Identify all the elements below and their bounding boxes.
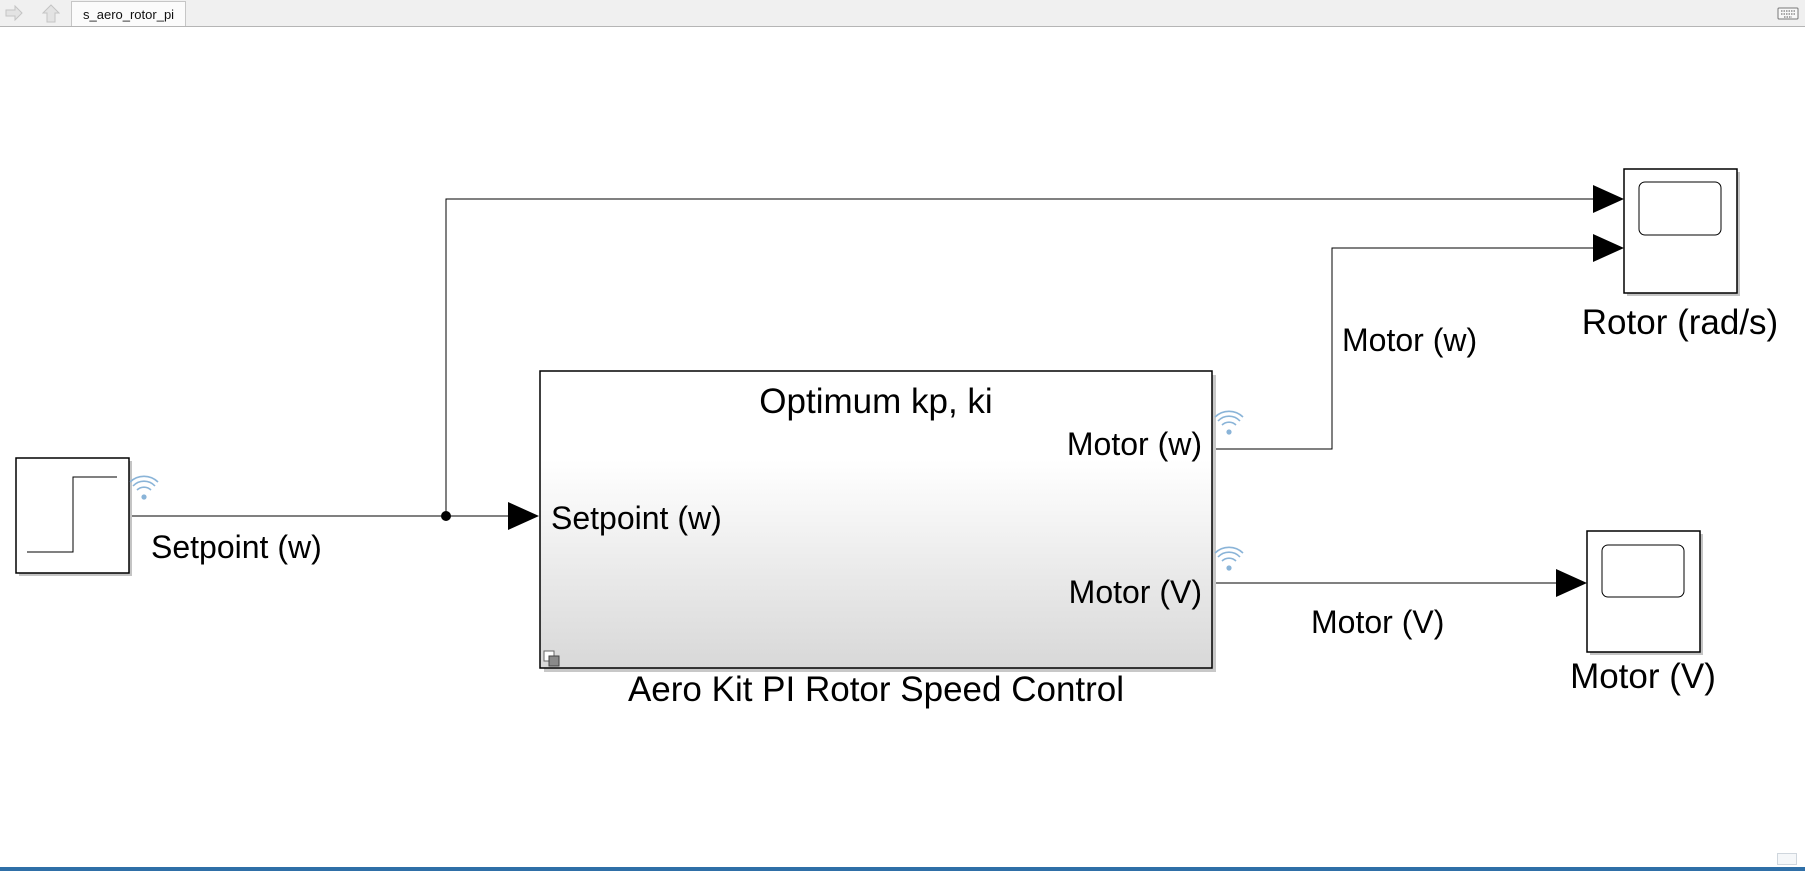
subsystem-badge-icon <box>543 650 560 667</box>
arrow-head <box>1593 234 1624 262</box>
branch-line[interactable] <box>445 198 1593 516</box>
arrow-head <box>1556 569 1587 597</box>
subsystem-title: Optimum kp, ki <box>759 382 992 421</box>
scope-screen-icon <box>1638 181 1722 236</box>
signal-label-motor-v[interactable]: Motor (V) <box>1311 604 1444 640</box>
branch-point <box>441 511 451 521</box>
step-icon <box>27 476 117 553</box>
up-arrow-icon[interactable] <box>38 2 64 24</box>
input-port-label: Setpoint (w) <box>551 500 722 536</box>
output-port-label-motor-w: Motor (w) <box>1067 426 1202 462</box>
model-canvas: Optimum kp, ki Setpoint (w) Motor (w) Mo… <box>15 168 1778 709</box>
subsystem-name[interactable]: Aero Kit PI Rotor Speed Control <box>628 670 1124 709</box>
back-arrow-icon[interactable] <box>1 2 27 24</box>
resize-grip-icon[interactable] <box>1777 853 1797 865</box>
motor-v-scope-name[interactable]: Motor (V) <box>1570 657 1716 696</box>
arrow-head <box>1593 185 1624 213</box>
scope-screen-icon <box>1601 544 1685 598</box>
motor-v-scope-block[interactable] <box>1586 530 1703 655</box>
signal-label-setpoint[interactable]: Setpoint (w) <box>151 529 322 565</box>
signal-label-motor-w[interactable]: Motor (w) <box>1342 322 1477 358</box>
toolbar: s_aero_rotor_pi <box>0 0 1805 27</box>
rotor-scope-name[interactable]: Rotor (rad/s) <box>1582 303 1778 342</box>
signal-logging-icon[interactable] <box>129 475 159 500</box>
pi-subsystem-block[interactable] <box>539 370 1216 672</box>
motor-w-line[interactable] <box>1215 247 1593 450</box>
keyboard-icon[interactable] <box>1777 4 1799 22</box>
signal-lines <box>129 185 1624 597</box>
arrow-head <box>508 502 539 530</box>
signal-logging-icon[interactable] <box>1214 410 1244 435</box>
signal-logging-icon[interactable] <box>1214 546 1244 571</box>
rotor-scope-block[interactable] <box>1623 168 1740 296</box>
output-port-label-motor-v: Motor (V) <box>1069 574 1202 610</box>
status-line <box>0 867 1805 871</box>
step-block[interactable] <box>15 457 132 576</box>
tab-model[interactable]: s_aero_rotor_pi <box>71 1 187 26</box>
